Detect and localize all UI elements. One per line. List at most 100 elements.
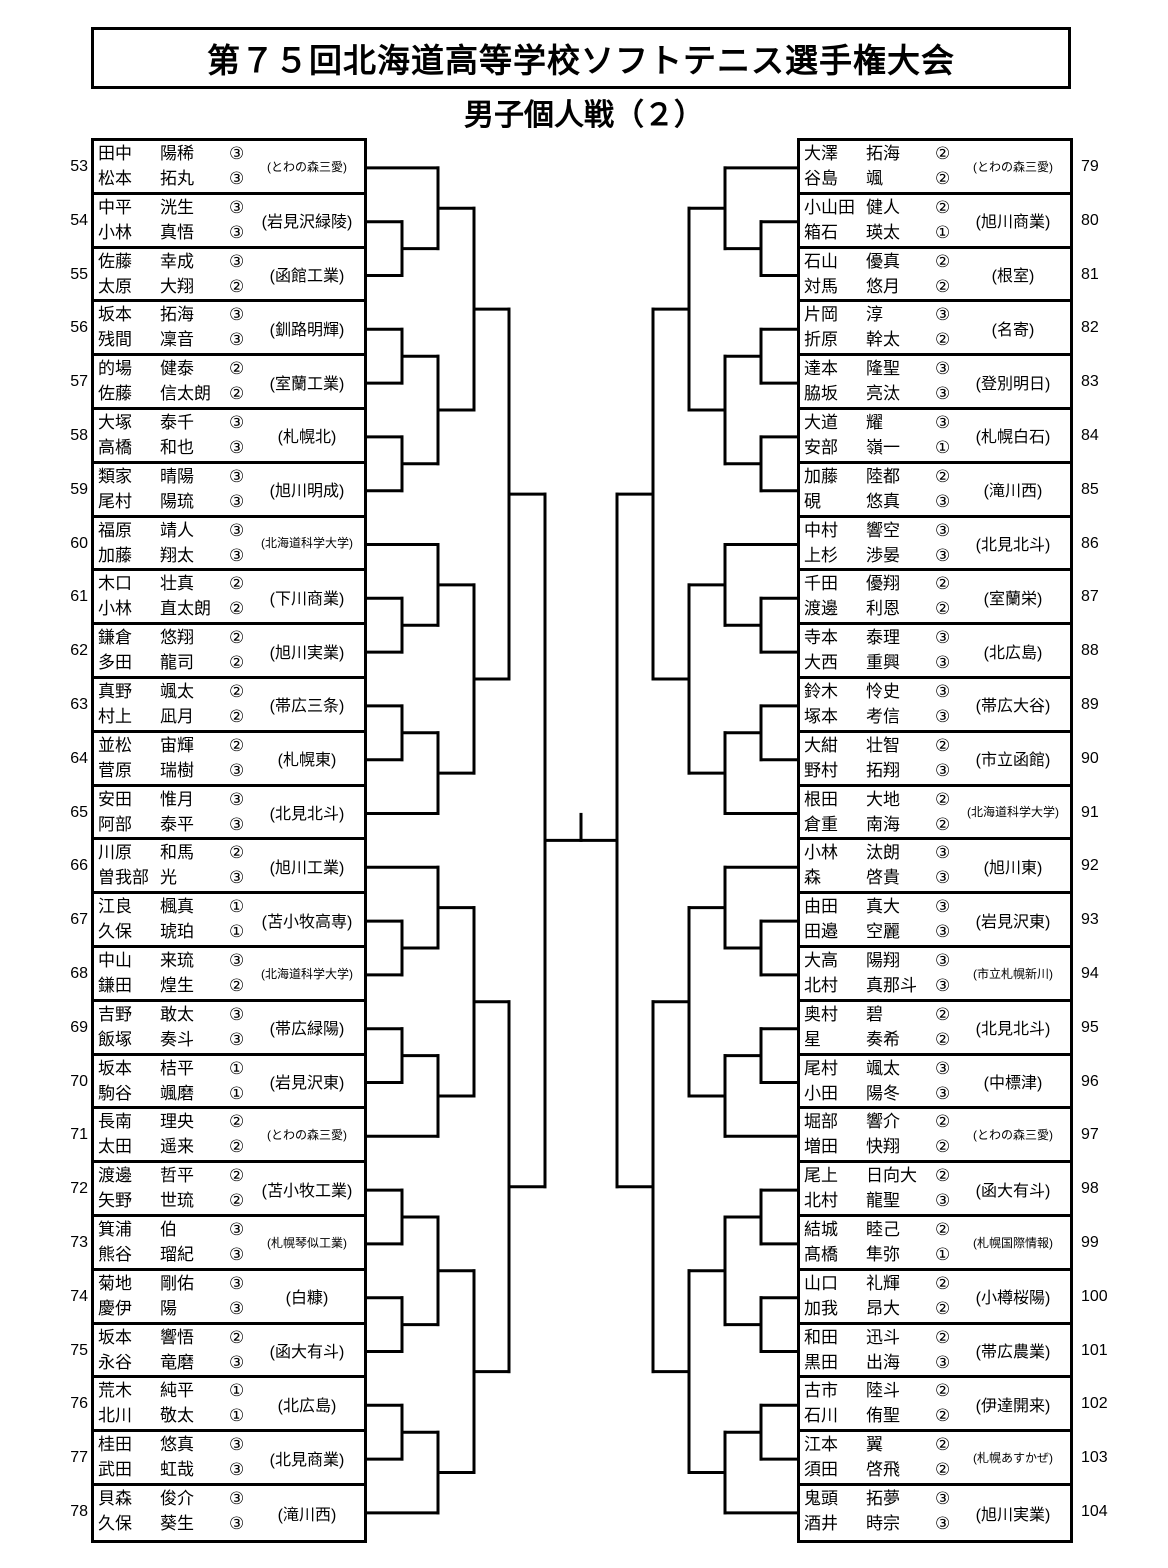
player-given-name: 啓飛 bbox=[866, 1460, 900, 1480]
school-name: (旭川商業) bbox=[975, 214, 1051, 232]
player-given-name: 虹哉 bbox=[160, 1460, 194, 1480]
draw-number: 76 bbox=[70, 1395, 88, 1413]
player-grade: ③ bbox=[935, 412, 951, 432]
player-given-name: 壮真 bbox=[160, 574, 194, 594]
player-given-name: 悠月 bbox=[866, 276, 900, 296]
player-grade: ③ bbox=[229, 520, 245, 540]
player-surname: 安田 bbox=[98, 789, 132, 809]
player-given-name: 考信 bbox=[866, 706, 900, 726]
player-grade: ③ bbox=[935, 760, 951, 780]
player-given-name: 洸生 bbox=[160, 197, 194, 217]
player-grade: ③ bbox=[935, 491, 951, 511]
draw-number: 77 bbox=[70, 1449, 88, 1467]
player-grade: ③ bbox=[229, 330, 245, 350]
school-name: (北見商業) bbox=[269, 1451, 345, 1469]
player-given-name: 隆聖 bbox=[866, 359, 900, 379]
player-grade: ③ bbox=[229, 1352, 245, 1372]
player-surname: 箱石 bbox=[804, 222, 838, 242]
player-surname: 寺本 bbox=[804, 628, 838, 648]
player-grade: ③ bbox=[935, 950, 951, 970]
player-surname: 達本 bbox=[804, 359, 838, 379]
player-surname: 中山 bbox=[98, 950, 132, 970]
player-given-name: 泰理 bbox=[866, 628, 900, 648]
school-name: (北海道科学大学) bbox=[261, 536, 353, 551]
player-grade: ③ bbox=[229, 305, 245, 325]
player-surname: 小林 bbox=[98, 599, 132, 619]
player-given-name: 翔太 bbox=[160, 545, 194, 565]
school-name: (帯広三条) bbox=[269, 698, 345, 716]
player-surname: 類家 bbox=[98, 466, 132, 486]
school-name: (札幌東) bbox=[277, 752, 337, 770]
player-surname: 山口 bbox=[804, 1273, 838, 1293]
player-surname: 田中 bbox=[98, 144, 132, 163]
player-given-name: 拓翔 bbox=[866, 760, 900, 780]
player-surname: 小田 bbox=[804, 1083, 838, 1103]
draw-number: 92 bbox=[1081, 857, 1099, 875]
player-given-name: 大翔 bbox=[160, 276, 194, 296]
player-surname: 和田 bbox=[804, 1327, 838, 1347]
title-text: 第７５回北海道高等学校ソフトテニス選手権大会 bbox=[207, 42, 955, 79]
player-given-name: 渉晏 bbox=[866, 545, 900, 565]
player-given-name: 陽琉 bbox=[160, 491, 194, 511]
player-given-name: 龍司 bbox=[160, 653, 194, 673]
player-grade: ② bbox=[935, 1327, 951, 1347]
school-name: (岩見沢東) bbox=[269, 1074, 345, 1092]
player-given-name: 日向大 bbox=[866, 1166, 917, 1186]
player-surname: 木口 bbox=[98, 574, 132, 594]
player-given-name: 来琉 bbox=[160, 950, 194, 970]
school-name: (北見北斗) bbox=[269, 805, 345, 823]
draw-number: 98 bbox=[1081, 1180, 1099, 1198]
player-grade: ② bbox=[935, 1112, 951, 1132]
school-name: (旭川明成) bbox=[269, 483, 345, 501]
player-grade: ② bbox=[935, 574, 951, 594]
player-grade: ② bbox=[935, 330, 951, 350]
player-given-name: 俊介 bbox=[160, 1488, 194, 1508]
school-name: (北見北斗) bbox=[975, 1021, 1051, 1039]
player-grade: ② bbox=[935, 1435, 951, 1455]
draw-number: 85 bbox=[1081, 480, 1099, 498]
player-grade: ③ bbox=[935, 843, 951, 863]
player-given-name: 颯太 bbox=[866, 1058, 900, 1078]
player-surname: 大澤 bbox=[804, 144, 838, 163]
player-grade: ③ bbox=[229, 222, 245, 242]
draw-number: 58 bbox=[70, 426, 88, 444]
player-grade: ③ bbox=[229, 1435, 245, 1455]
player-given-name: 葵生 bbox=[160, 1513, 194, 1533]
player-surname: 鬼頭 bbox=[804, 1488, 838, 1508]
player-grade: ③ bbox=[935, 628, 951, 648]
player-surname: 江本 bbox=[804, 1435, 838, 1455]
player-given-name: 侑聖 bbox=[866, 1406, 900, 1426]
school-name: (北広島) bbox=[983, 644, 1043, 662]
player-surname: 加藤 bbox=[804, 466, 838, 486]
player-surname: 駒谷 bbox=[98, 1083, 132, 1103]
player-surname: 太原 bbox=[98, 276, 132, 296]
player-given-name: 拓丸 bbox=[160, 169, 194, 188]
player-grade: ① bbox=[229, 922, 245, 942]
player-grade: ③ bbox=[229, 251, 245, 271]
player-given-name: 拓海 bbox=[160, 305, 194, 325]
player-surname: 高橋 bbox=[98, 437, 132, 457]
player-given-name: 優翔 bbox=[866, 574, 900, 594]
player-given-name: 世琉 bbox=[160, 1191, 194, 1211]
school-name: (旭川実業) bbox=[269, 644, 345, 662]
player-given-name: 颯磨 bbox=[160, 1083, 194, 1103]
player-surname: 吉野 bbox=[98, 1004, 132, 1024]
player-grade: ② bbox=[935, 144, 951, 163]
player-grade: ② bbox=[229, 1191, 245, 1211]
draw-number: 81 bbox=[1081, 265, 1099, 283]
school-name: (白糠) bbox=[285, 1290, 329, 1308]
player-surname: 須田 bbox=[804, 1460, 838, 1480]
player-grade: ③ bbox=[935, 868, 951, 888]
player-given-name: 晴陽 bbox=[160, 466, 194, 486]
draw-number: 53 bbox=[70, 157, 88, 175]
